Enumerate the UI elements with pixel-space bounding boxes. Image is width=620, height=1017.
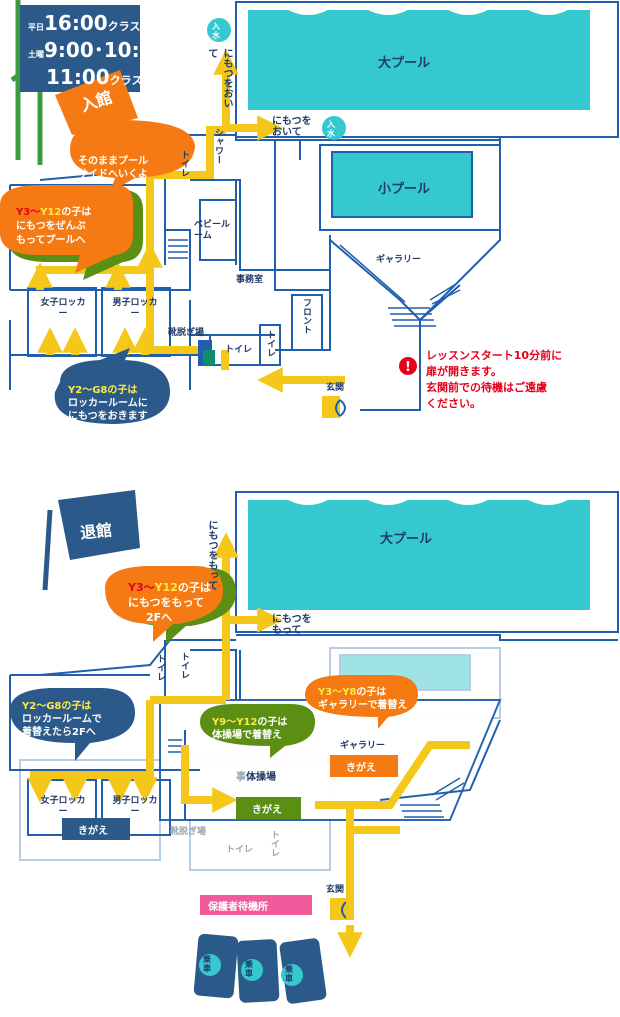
weekday-label: 平日 (28, 23, 44, 32)
small-pool (331, 151, 473, 218)
nyusui-badge (322, 116, 346, 140)
kigae-locker-text: きがえ (78, 826, 108, 837)
entry-route (27, 49, 345, 393)
warning-icon (399, 357, 417, 375)
small-pool-label: 小プール (378, 182, 431, 197)
bubble-y3y8-text: Y3～Y8の子はギャラリーで着替え (318, 687, 408, 711)
bubble-y3-top-text: Y3～Y12の子はにもつをぜんぶもってプールへ (16, 207, 92, 246)
entrance-label: 玄関 (326, 383, 345, 393)
weekday-time: 16:00 (44, 11, 108, 35)
bubble-y9-text: Y9～Y12の子は体操場で着替え (212, 717, 288, 741)
office-label: 事務室 (236, 275, 264, 285)
bubble-y9 (200, 704, 315, 758)
stairs (168, 239, 461, 327)
toilet-label-b2: トイレ (155, 654, 165, 681)
front-label: フロント (301, 298, 311, 334)
big-pool-label: 大プール (378, 56, 431, 71)
saturday-time2: 11:00 (46, 65, 110, 89)
bubble-y3-bottom (105, 566, 223, 642)
notice-text: レッスンスタート10分前に扉が開きます。玄関前での待機はご遠慮ください。 (426, 349, 563, 410)
baby-room-label: ベビールーム (194, 220, 231, 241)
saturday-label: 土曜 (28, 50, 44, 59)
toilet-label-b4: トイレ (269, 830, 279, 857)
exit-flag (58, 490, 140, 560)
toilet-label-1: トイレ (179, 150, 189, 177)
kigae-gallery-tag (330, 755, 398, 777)
exit-route (27, 532, 470, 958)
bubble-poolside (70, 120, 195, 192)
top-floor-plan: ! (0, 0, 619, 424)
motte-horizontal: にもつをもって (272, 614, 312, 636)
toilet-label-b3: トイレ (226, 845, 254, 855)
shoe-area-label-bottom: 靴脱ぎ場 (170, 827, 207, 837)
enter-flag (55, 70, 138, 135)
bubble-y3-top (0, 185, 133, 273)
class-label: クラス (107, 20, 141, 33)
big-pool-bottom (248, 500, 590, 610)
toilet-label-b1: トイレ (179, 652, 189, 679)
bubble-poolside-text: そのままプールサイドへいくよ (78, 156, 148, 180)
svg-text:!: ! (405, 360, 411, 375)
kigae-gym-tag (236, 797, 301, 819)
gallery-label: ギャラリー (376, 255, 422, 265)
cars (193, 933, 327, 1004)
girls-locker-label-bottom: 女子ロッカー (40, 796, 86, 817)
bubble-y2-top-text: Y2～G8の子はロッカールームににもつをおきます (68, 385, 148, 422)
toilet-label-2: トイレ (225, 345, 253, 355)
shoe-area-label: 靴脱ぎ場 (168, 328, 205, 338)
board-label-2: 乗車 (245, 960, 253, 978)
nyusui-label-2: 入水 (327, 120, 335, 138)
boys-locker-label-bottom: 男子ロッカー (112, 796, 158, 817)
motte-vertical: にもつをもって (206, 520, 217, 590)
girls-locker-label: 女子ロッカー (40, 298, 86, 319)
nyusui-label-1: 入水 (212, 22, 220, 40)
saturday-times: 9:00･10:00 (44, 38, 168, 62)
board-label-1: 乗車 (203, 955, 211, 973)
bubble-y3y8 (305, 675, 418, 729)
bubble-y2-top (54, 348, 170, 424)
nyusui-badge (207, 18, 231, 42)
pool-wave (248, 5, 590, 15)
gym-label: 事体操場 (236, 772, 276, 783)
nimotsu-vertical: にもつをおいて (206, 48, 232, 108)
nimotsu-horizontal: にもつをおいて (272, 116, 312, 138)
waiting-area-tag (200, 895, 312, 915)
bubble-y2-bottom (10, 688, 135, 761)
big-pool (248, 10, 590, 110)
bubble-y2-bottom-text: Y2～G8の子はロッカールームで着替えたら2Fへ (22, 701, 102, 738)
exit-label: 退館 (79, 520, 114, 543)
kigae-gallery-text: きがえ (346, 763, 376, 774)
schedule-flag (20, 5, 140, 92)
kigae-locker-tag (62, 818, 130, 840)
waiting-area-text: 保護者待機所 (208, 902, 268, 913)
kigae-gym-text: きがえ (252, 805, 282, 816)
big-pool-label-bottom: 大プール (380, 532, 433, 547)
bottom-floor-plan (9, 490, 619, 1004)
shower-label: シャワー (213, 128, 223, 164)
toilet-label-3: トイレ (265, 330, 275, 357)
boys-locker-label: 男子ロッカー (112, 298, 158, 319)
gallery-label-bottom: ギャラリー (340, 741, 386, 751)
entrance-label-bottom: 玄関 (326, 885, 345, 895)
board-label-3: 乗車 (285, 965, 293, 983)
schedule-text: 平日16:00クラス 土曜9:00･10:00 11:00クラス (28, 11, 168, 89)
